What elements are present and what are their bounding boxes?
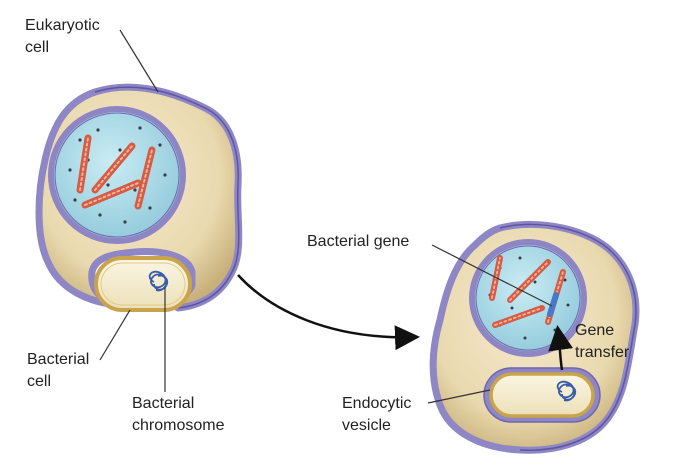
transition-arrow	[237, 274, 420, 351]
left-eukaryotic-cell	[35, 83, 243, 312]
left-chromosomes	[76, 134, 156, 210]
label-gene-transfer-line2: transfer	[575, 344, 630, 361]
right-chromosome-4	[545, 269, 566, 325]
left-chromosome-3	[81, 179, 142, 209]
left-bacterial-cell	[94, 256, 192, 312]
left-nucleus-envelope	[48, 106, 186, 244]
leader-lines	[99, 29, 553, 404]
label-gene-transfer-line1: Gene	[575, 322, 615, 339]
label-bacterial-cell-line1: Bacterial	[27, 351, 90, 368]
label-endocytic-vesicle-line1: Endocytic	[342, 395, 412, 412]
gene-transfer-arrow	[548, 325, 574, 371]
leader-endocytic-vesicle	[427, 389, 491, 404]
label-eukaryotic-cell-line2: cell	[25, 39, 50, 56]
label-bacterial-chromosome-line1: Bacterial	[132, 395, 195, 412]
left-chromosome-2	[91, 142, 136, 194]
label-eukaryotic-cell-line1: Eukaryotic	[25, 17, 100, 34]
right-bacterial-chromosome	[556, 380, 577, 402]
label-bacterial-chromosome-line2: chromosome	[132, 417, 225, 434]
right-cell-membrane-edge	[499, 223, 637, 451]
label-eukaryotic-cell: Eukaryotic cell	[25, 15, 100, 59]
left-cell-membrane-edge	[94, 86, 240, 309]
label-endocytic-vesicle-line2: vesicle	[342, 417, 391, 434]
label-gene-transfer: Gene transfer	[575, 320, 629, 364]
right-chromosome-3	[492, 305, 545, 328]
left-chromosome-1	[76, 134, 92, 194]
left-chromosome-4	[134, 146, 156, 210]
leader-bacterial-gene	[431, 244, 553, 307]
label-bacterial-gene: Bacterial gene	[307, 233, 410, 250]
left-bacterial-chromosome	[148, 270, 169, 292]
endocytic-vesicle	[483, 367, 601, 423]
leader-bacterial-cell	[99, 309, 131, 361]
right-eukaryotic-cell	[429, 220, 640, 454]
right-chromosome-2	[507, 259, 551, 303]
label-bacterial-cell: Bacterial cell	[27, 349, 89, 393]
label-bacterial-chromosome: Bacterial chromosome	[132, 393, 224, 437]
label-endocytic-vesicle: Endocytic vesicle	[342, 393, 411, 437]
right-nucleus-envelope	[469, 239, 587, 357]
bacterial-gene-segment	[547, 292, 559, 317]
leader-eukaryotic-cell	[119, 29, 159, 93]
label-bacterial-cell-line2: cell	[27, 373, 52, 390]
